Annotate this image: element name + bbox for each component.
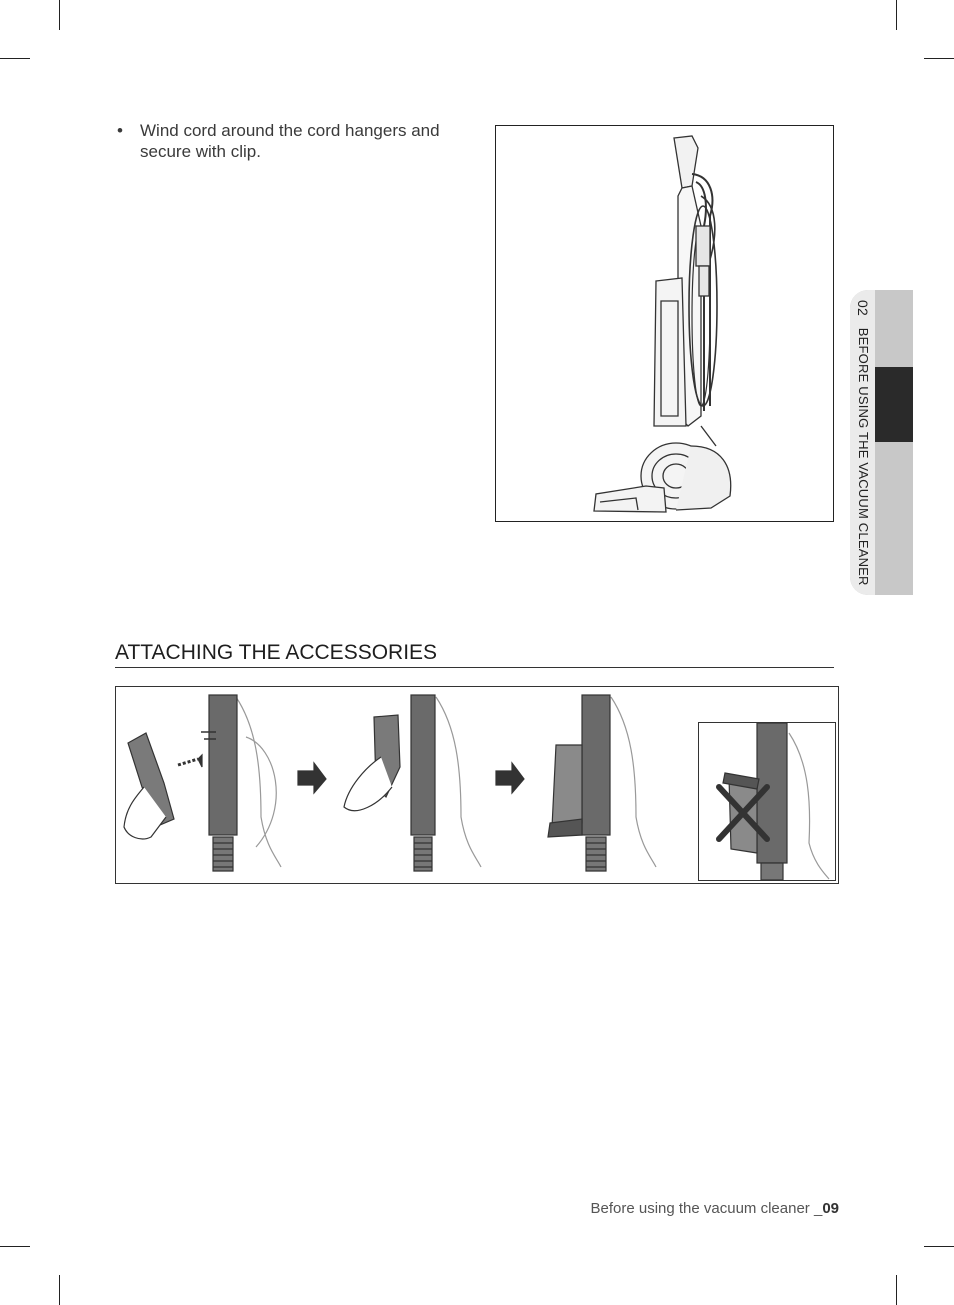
vacuum-upright-icon [593, 135, 732, 513]
cross-icon [716, 784, 770, 842]
crop-mark [896, 0, 897, 30]
crop-mark [0, 58, 30, 59]
chapter-number: 02 [855, 300, 871, 316]
step-2-graphic [343, 694, 482, 872]
footer-text: Before using the vacuum cleaner _ [590, 1200, 823, 1217]
chapter-label: 02 BEFORE USING THE VACUUM CLEANER [853, 300, 871, 590]
crop-mark [924, 1246, 954, 1247]
page-footer: Before using the vacuum cleaner _09 [591, 1200, 840, 1217]
step-3-graphic [547, 694, 657, 872]
instruction-text: Wind cord around the cord hangers and se… [140, 121, 440, 161]
incorrect-attachment-inset [698, 722, 836, 881]
chapter-tab-marker [875, 367, 913, 442]
arrow-right-icon [495, 761, 525, 795]
section-title: ATTACHING THE ACCESSORIES [115, 641, 834, 668]
chapter-title: BEFORE USING THE VACUUM CLEANER [856, 327, 871, 586]
chapter-tab [850, 290, 913, 595]
bullet-dot: • [117, 121, 123, 140]
arrow-right-icon [297, 761, 327, 795]
page-number: 09 [822, 1200, 839, 1217]
crop-mark [59, 0, 60, 30]
crop-mark [0, 1246, 30, 1247]
crop-mark [59, 1275, 60, 1305]
vacuum-illustration [495, 125, 834, 522]
accessory-attach-steps [123, 694, 657, 872]
instruction-bullet: • Wind cord around the cord hangers and … [117, 120, 467, 162]
crop-mark [896, 1275, 897, 1305]
chapter-tab-strip [850, 290, 875, 595]
incorrect-attachment-graphic [716, 722, 830, 881]
step-1-graphic [123, 694, 282, 872]
crop-mark [924, 58, 954, 59]
